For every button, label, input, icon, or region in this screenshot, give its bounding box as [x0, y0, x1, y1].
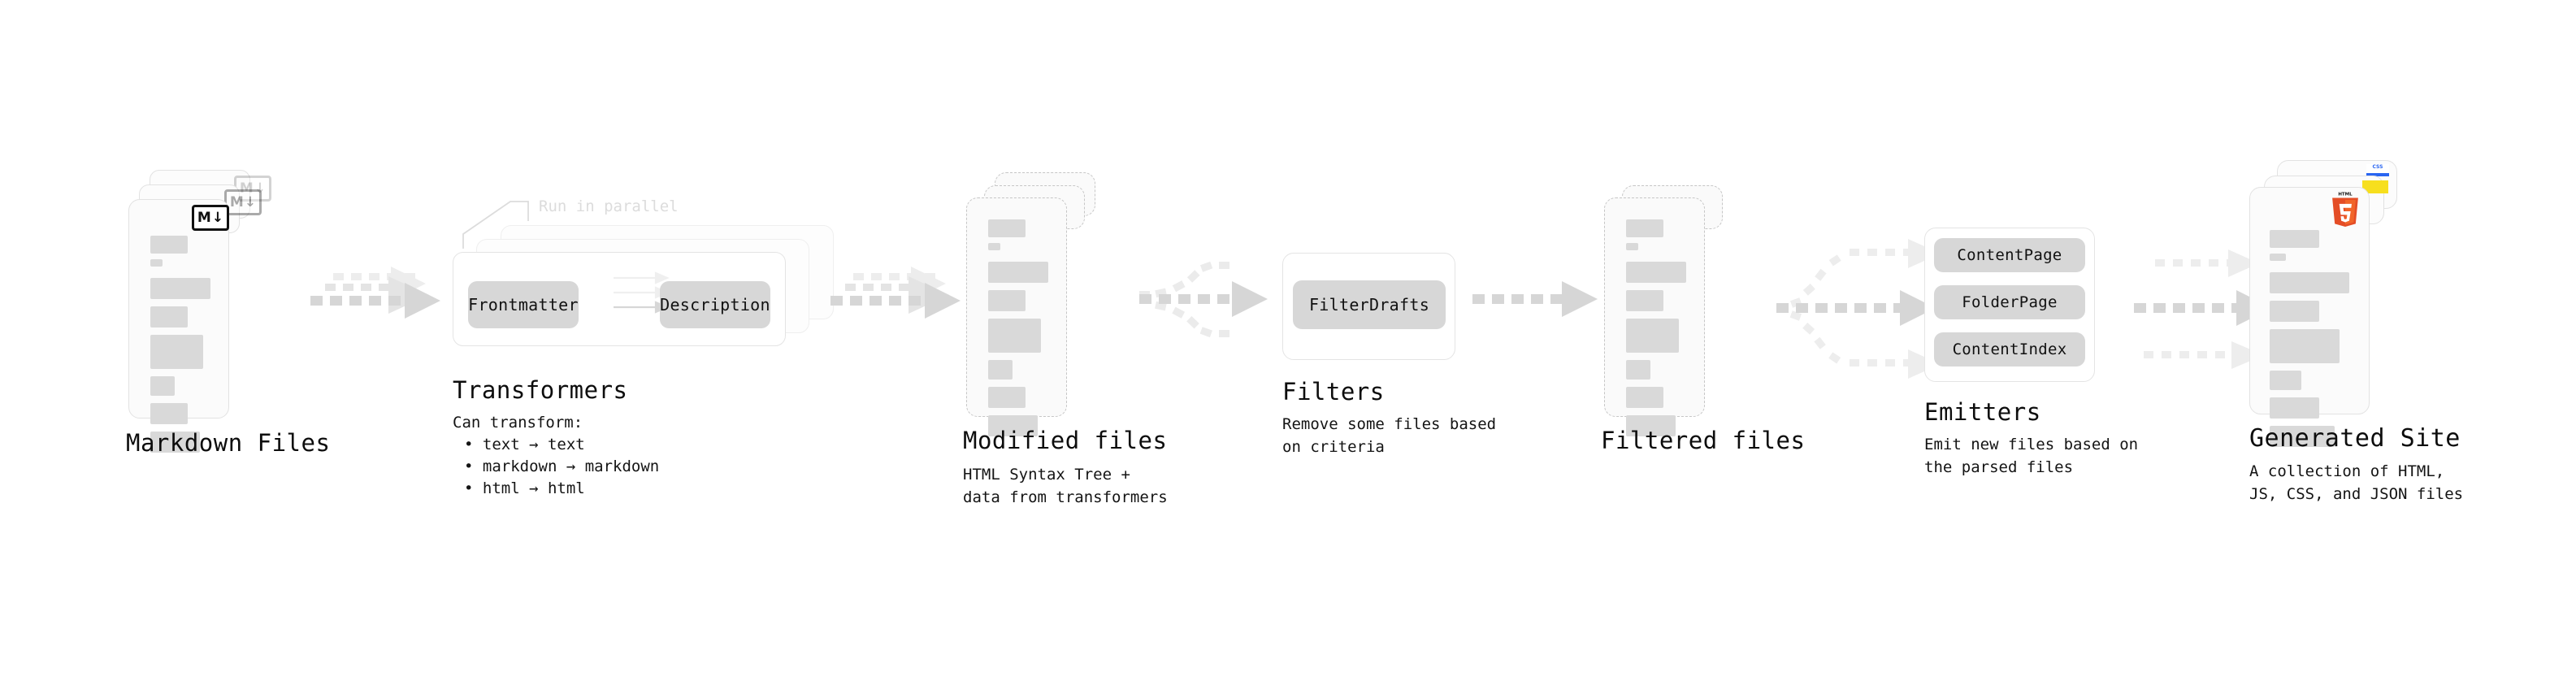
document-placeholder-lines — [1626, 219, 1686, 444]
doc-line — [1626, 319, 1680, 353]
generated-site-description: A collection of HTML, JS, CSS, and JSON … — [2249, 462, 2464, 503]
doc-line — [150, 278, 210, 299]
doc-line — [2270, 397, 2319, 419]
emitter-chip-contentindex[interactable]: ContentIndex — [1934, 332, 2085, 367]
doc-line — [150, 403, 188, 424]
modified-files-description: HTML Syntax Tree + data from transformer… — [963, 466, 1168, 506]
stage-generated-site: CSS HTML Generated Site A coll — [0, 0, 2463, 681]
doc-line — [1626, 243, 1638, 250]
arrow-transformers-to-modified-files — [830, 267, 961, 319]
document-placeholder-lines — [988, 219, 1048, 444]
document-placeholder-lines — [150, 236, 210, 460]
markdown-card-front — [128, 199, 229, 453]
transformer-chip-frontmatter[interactable]: Frontmatter — [468, 281, 579, 328]
modified-card-front — [966, 197, 1067, 436]
filters-description: Remove some files based on criteria — [1282, 415, 1497, 456]
css-icon: CSS — [2366, 164, 2389, 176]
svg-text:HTML: HTML — [2338, 193, 2353, 197]
doc-line — [988, 290, 1026, 311]
markdown-m-letter: M — [239, 180, 254, 197]
filter-chip-filterdrafts[interactable]: FilterDrafts — [1293, 280, 1446, 329]
css-label: CSS — [2372, 164, 2383, 170]
transformers-title: Transformers — [453, 376, 628, 404]
emitter-chip-contentpage[interactable]: ContentPage — [1934, 238, 2085, 272]
transformers-bullet-2: • html → html — [464, 479, 585, 497]
run-in-parallel-bracket — [462, 201, 529, 249]
doc-line — [1626, 262, 1686, 283]
doc-line — [988, 243, 1000, 250]
filters-title: Filters — [1282, 378, 1385, 406]
arrow-emitters-to-generated-site — [2134, 249, 2272, 369]
stage-filtered-files: Filtered files — [0, 0, 1805, 681]
doc-line — [2270, 272, 2349, 293]
stage-markdown-files: M↓ M↓ M↓ Markdown Files — [0, 0, 349, 681]
doc-line — [150, 236, 188, 254]
stage-emitters: ContentPage FolderPage ContentIndex Emit… — [0, 0, 2138, 681]
stage-transformers: Run in parallel Frontmatter Description — [0, 0, 834, 681]
doc-line — [2270, 329, 2340, 363]
transformer-chip-description[interactable]: Description — [660, 281, 770, 328]
document-placeholder-lines — [2270, 230, 2349, 454]
doc-line — [1626, 415, 1676, 436]
emitters-title: Emitters — [1924, 398, 2041, 426]
js-icon — [2362, 180, 2388, 193]
emitters-description: Emit new files based on the parsed files — [1924, 436, 2139, 476]
doc-line — [2270, 301, 2319, 322]
doc-line — [1626, 360, 1650, 380]
doc-line — [988, 319, 1042, 353]
stage-modified-files: Modified files HTML Syntax Tree + data f… — [0, 0, 1168, 681]
doc-line — [150, 432, 200, 453]
markdown-icon-back-1: M↓ — [224, 189, 262, 215]
markdown-m-letter: M — [197, 209, 211, 226]
html5-icon: HTML — [2332, 193, 2358, 227]
filtered-card-front — [1604, 197, 1705, 436]
doc-line — [2270, 371, 2302, 390]
doc-line — [1626, 290, 1663, 311]
doc-line — [988, 415, 1038, 436]
doc-line — [988, 262, 1048, 283]
emitter-chip-folderpage[interactable]: FolderPage — [1934, 285, 2085, 319]
run-in-parallel-label: Run in parallel — [539, 197, 679, 215]
doc-line — [150, 335, 204, 369]
doc-line — [1626, 387, 1663, 408]
generated-site-title: Generated Site — [2249, 424, 2461, 453]
doc-line — [2270, 254, 2286, 261]
markdown-icon: M↓ — [192, 205, 229, 231]
arrow-markdown-to-transformers — [310, 267, 440, 319]
doc-line — [988, 219, 1026, 237]
transformers-bullet-1: • markdown → markdown — [464, 458, 660, 475]
doc-line — [150, 376, 175, 396]
arrow-modified-files-to-filters — [1139, 261, 1268, 338]
doc-line — [150, 306, 188, 327]
markdown-down-arrow: ↓ — [254, 180, 267, 197]
arrow-filtered-files-to-emitters — [1776, 239, 1941, 379]
arrow-filters-to-filtered-files — [1472, 281, 1598, 317]
markdown-down-arrow: ↓ — [244, 193, 257, 210]
doc-line — [988, 387, 1026, 408]
markdown-m-letter: M — [229, 193, 244, 210]
markdown-down-arrow: ↓ — [211, 209, 224, 226]
doc-line — [1626, 219, 1663, 237]
stage-filters: FilterDrafts Filters Remove some files b… — [0, 0, 1496, 681]
transformers-bullet-0: • text → text — [464, 436, 585, 453]
modified-files-title: Modified files — [963, 427, 1168, 454]
doc-line — [988, 360, 1013, 380]
transformers-description: Can transform: — [453, 414, 583, 432]
markdown-files-title: Markdown Files — [126, 429, 331, 457]
doc-line — [2270, 230, 2319, 248]
doc-line — [150, 259, 163, 267]
filtered-files-title: Filtered files — [1601, 427, 1806, 454]
doc-line — [2270, 426, 2335, 447]
